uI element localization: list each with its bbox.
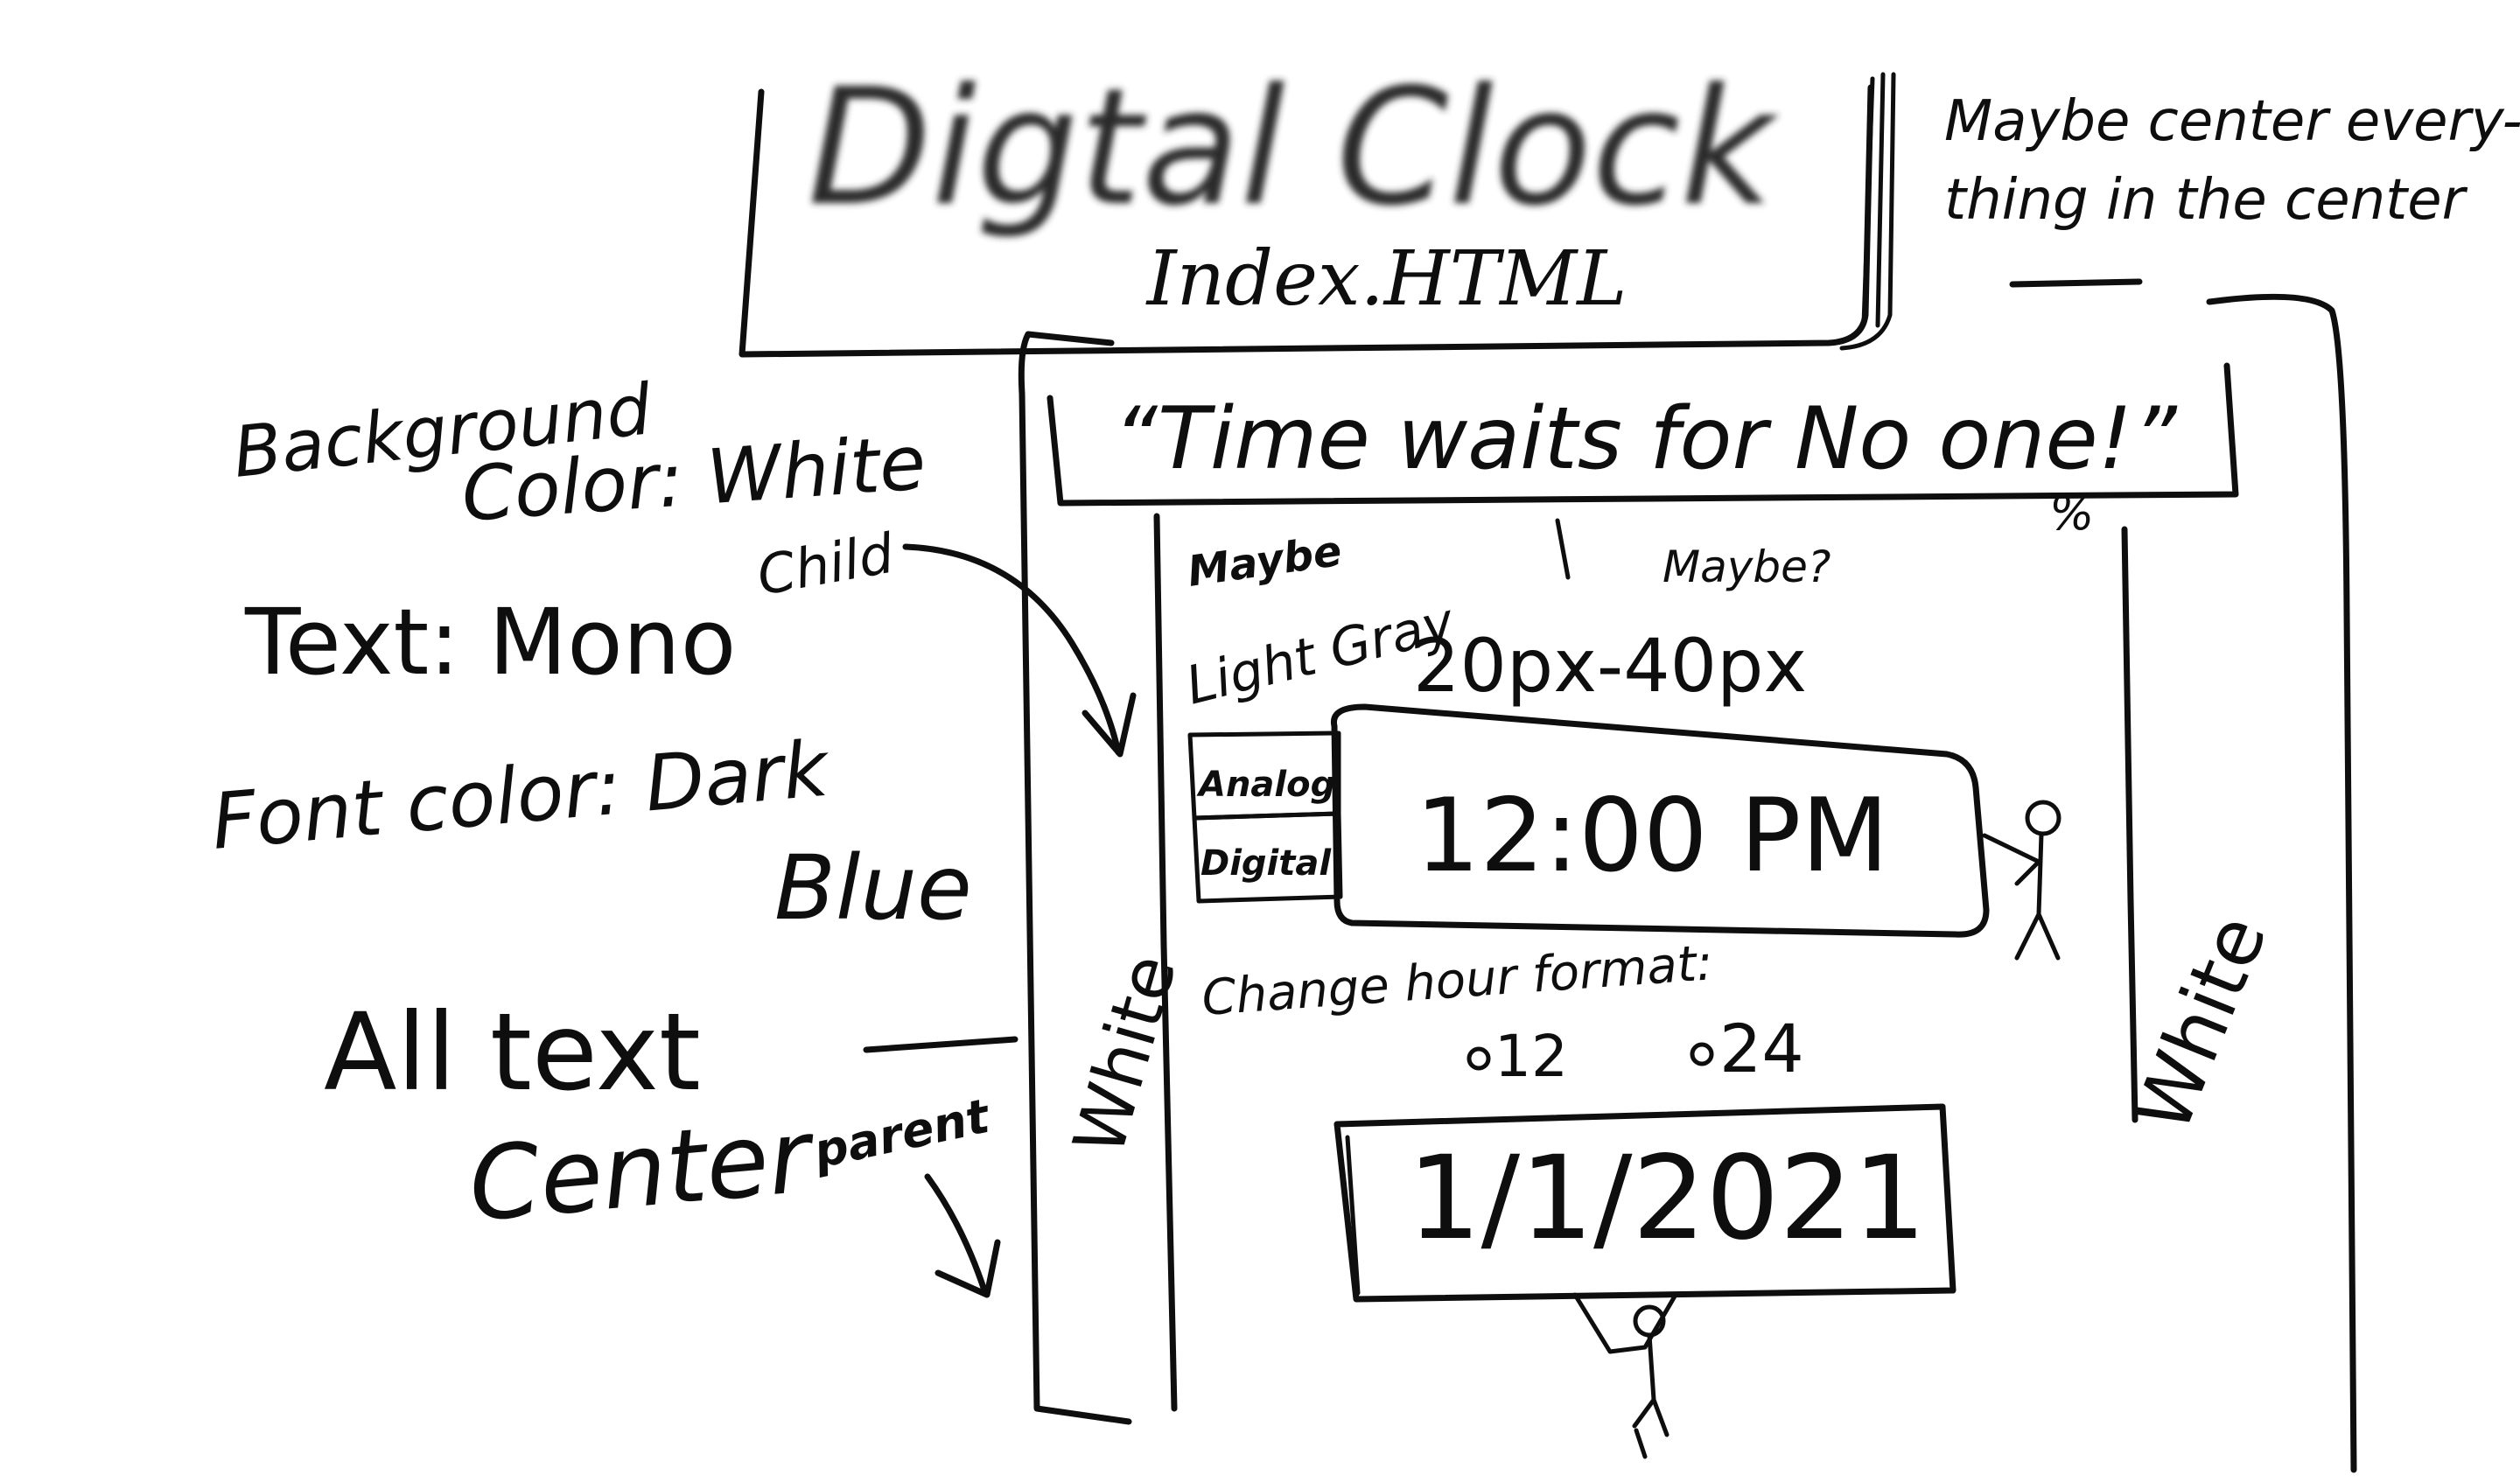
clock-mode-tabs: Analog Digital xyxy=(1187,731,1343,904)
hour-format-label: Change hour format: xyxy=(1200,934,1714,1027)
left-gutter-label: White xyxy=(1058,946,1193,1164)
parent-annotation: parent xyxy=(808,1088,1001,1298)
align-note-line2: Center xyxy=(465,1097,821,1245)
hour-format-selector: Change hour format: 12 24 xyxy=(1200,934,1803,1090)
tab-digital[interactable]: Digital xyxy=(1192,811,1343,904)
font-note: Text: Mono xyxy=(244,589,736,696)
font-color-note-line2: Blue xyxy=(774,836,972,940)
size-note-line2: 20px-40px xyxy=(1413,623,1807,709)
gray-note-line1: Maybe xyxy=(1185,527,1345,597)
child-label: Child xyxy=(752,521,899,608)
align-note-line1: All text xyxy=(324,990,701,1115)
tab-analog[interactable]: Analog xyxy=(1187,731,1341,821)
size-note-line1: Maybe? xyxy=(1662,542,1830,592)
page-title: Digtal Clock xyxy=(808,54,1779,241)
stick-figure-icon xyxy=(1982,800,2062,961)
font-color-note-line1: Font color: Dark xyxy=(208,724,834,867)
stick-figure-bottom-icon xyxy=(1572,1292,1678,1459)
tab-digital-label: Digital xyxy=(1200,843,1332,884)
quote-banner: “Time waits for No one!” % xyxy=(1046,362,2239,541)
center-note: Maybe center every- thing in the center xyxy=(1944,89,2520,233)
date-display: 1/1/2021 xyxy=(1334,1103,1956,1303)
time-display: 12:00 PM xyxy=(1330,703,1990,938)
style-notes: Background Color: White Text: Mono Font … xyxy=(208,368,972,1245)
center-note-line1: Maybe center every- xyxy=(1944,89,2520,154)
option-12-label: 12 xyxy=(1494,1023,1568,1090)
child-annotation: Child xyxy=(752,521,1137,758)
right-gutter-label: White xyxy=(2117,903,2284,1144)
child-arrow-icon xyxy=(902,543,1137,758)
radio-24-circle[interactable] xyxy=(1690,1042,1714,1066)
quote-text: “Time waits for No one!” xyxy=(1113,389,2178,489)
percent-mark: % xyxy=(2049,486,2094,541)
center-note-line2: thing in the center xyxy=(1944,168,2468,233)
date-text: 1/1/2021 xyxy=(1408,1131,1927,1266)
time-text: 12:00 PM xyxy=(1415,777,1888,895)
radio-12-hour[interactable]: 12 xyxy=(1466,1023,1568,1090)
title-box: Digtal Clock Index.HTML xyxy=(738,54,1896,358)
tab-analog-label: Analog xyxy=(1196,765,1335,805)
content-column xyxy=(1153,513,2138,1412)
option-24-label: 24 xyxy=(1719,1010,1804,1087)
radio-12-circle[interactable] xyxy=(1466,1046,1491,1071)
radio-24-hour[interactable]: 24 xyxy=(1690,1010,1804,1087)
file-name-label: Index.HTML xyxy=(1145,235,1628,323)
parent-arrow-icon xyxy=(924,1173,1001,1298)
clock-notes: Maybe Light Gray Maybe? 20px-40px xyxy=(1180,518,1830,717)
parent-label: parent xyxy=(808,1088,996,1179)
